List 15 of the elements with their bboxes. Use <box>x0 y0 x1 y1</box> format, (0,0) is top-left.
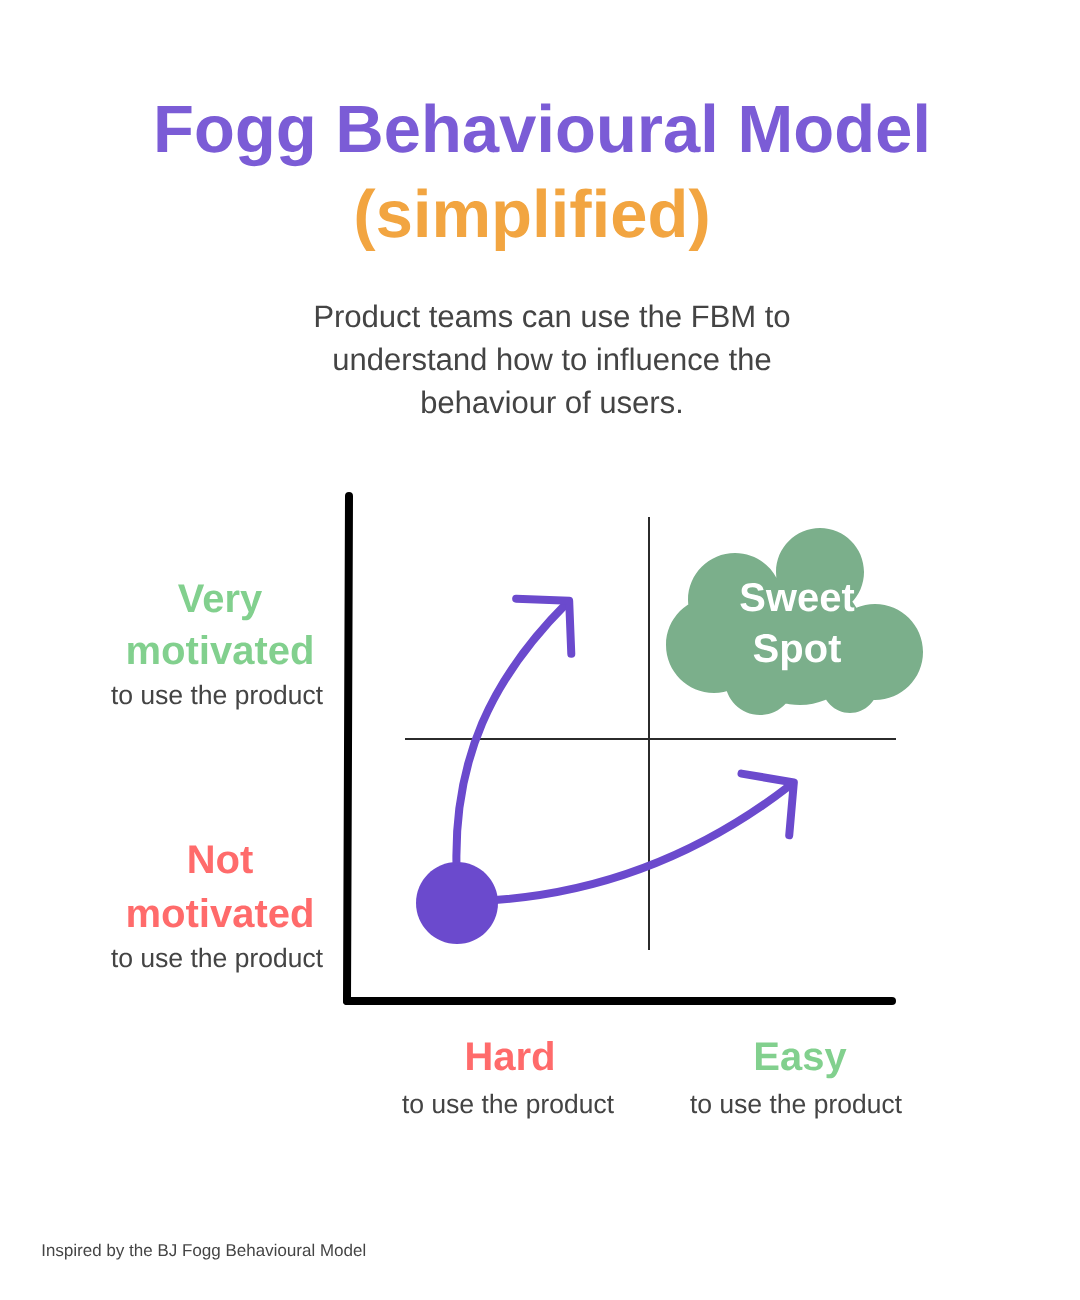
axis-label: Not motivated <box>128 845 312 928</box>
axis-note: to use the product <box>402 1093 614 1119</box>
axis-note: to use the product <box>111 947 323 973</box>
curved-arrow <box>452 594 576 866</box>
footnote: Inspired by the BJ Fogg Behavioural Model <box>42 1243 366 1260</box>
subtitle: (simplified) <box>356 188 708 251</box>
axis-label: Very motivated <box>128 584 312 665</box>
description: Product teams can use the FBM to understand how to influence the behaviour of users. <box>315 304 790 414</box>
axis-label: Hard <box>467 1041 553 1071</box>
axis-note: to use the product <box>690 1093 902 1119</box>
curved-arrow <box>494 769 798 904</box>
dot <box>416 862 498 944</box>
title: Fogg Behavioural Model <box>157 103 927 167</box>
axis-note: to use the product <box>111 684 323 710</box>
axis-label: Easy <box>756 1042 847 1079</box>
